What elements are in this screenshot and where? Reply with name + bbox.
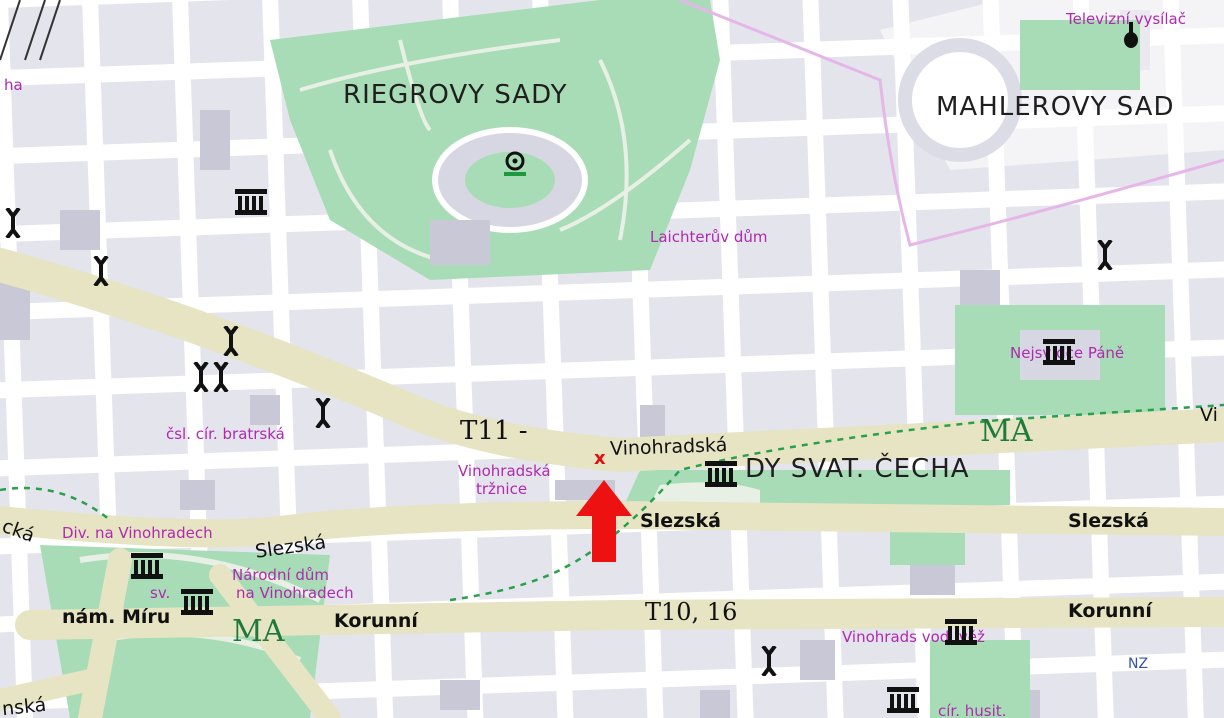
- wrench-icon[interactable]: [760, 646, 778, 676]
- poi-televizni-vysilac: Televizní vysílač: [1066, 10, 1186, 28]
- poi-narodni-dum-line2: na Vinohradech: [236, 584, 354, 602]
- poi-laichteruv-dum: Laichterův dům: [650, 228, 768, 246]
- poi-ha-edge: ha: [4, 76, 23, 94]
- wrench-icon[interactable]: [1096, 240, 1114, 270]
- museum-icon[interactable]: [130, 552, 164, 580]
- note-metro-ma-left: MA: [232, 614, 285, 649]
- street-korunni-left: Korunní: [334, 610, 418, 632]
- museum-icon[interactable]: [234, 188, 268, 216]
- rail-lines: [0, 0, 61, 61]
- note-tram-t11: T11 -: [460, 416, 528, 446]
- park-building: [430, 220, 490, 265]
- wrench-icon[interactable]: [212, 362, 230, 392]
- street-vinohradska: Vinohradská: [609, 433, 728, 461]
- museum-icon[interactable]: [1042, 338, 1076, 366]
- wrench-icon[interactable]: [192, 362, 210, 392]
- poi-sv: sv.: [150, 584, 171, 602]
- park-paths: [299, 38, 692, 262]
- note-tram-t10-16: T10, 16: [645, 598, 738, 626]
- street-nam-miru: nám. Míru: [62, 606, 171, 628]
- arrow-up-icon: [576, 480, 632, 562]
- poi-divadlo: Div. na Vinohradech: [62, 524, 213, 542]
- museum-icon[interactable]: [180, 588, 214, 616]
- street-nska-edge: nská: [0, 693, 48, 718]
- mahlerovy-circle: [898, 38, 1022, 162]
- label-nz: NZ: [1128, 656, 1149, 672]
- tv-tower-icon[interactable]: [1122, 22, 1140, 50]
- stadium-icon[interactable]: [502, 150, 528, 178]
- street-vinohradska-edge: Vi: [1200, 404, 1218, 426]
- wrench-icon[interactable]: [4, 208, 22, 238]
- poi-cir-husit: cír. husit.: [938, 702, 1007, 718]
- poi-narodni-dum-line1: Národní dům: [232, 566, 330, 584]
- metro-line-a: [0, 403, 1224, 602]
- park-label-riegrovy: RIEGROVY SADY: [343, 80, 568, 110]
- park-small-2: [930, 640, 1030, 718]
- poi-trznice-line1: Vinohradská: [458, 462, 551, 480]
- museum-icon[interactable]: [944, 618, 978, 646]
- street-slezska-center: Slezská: [640, 510, 721, 532]
- park-tv-tower: [1020, 20, 1140, 90]
- poi-trznice-line2: tržnice: [476, 480, 528, 498]
- museum-icon[interactable]: [886, 686, 920, 714]
- svat-cecha-path: [650, 482, 760, 505]
- museum-icon[interactable]: [704, 460, 738, 488]
- district-boundary: [679, 0, 1224, 247]
- poi-bratrska: čsl. cír. bratrská: [166, 425, 285, 443]
- wrench-icon[interactable]: [92, 256, 110, 286]
- street-slezska-right: Slezská: [1068, 510, 1149, 532]
- stadium-field: [465, 152, 555, 208]
- park-label-mahlerovy: MAHLEROVY SAD: [936, 92, 1175, 122]
- main-roads: [0, 248, 1224, 718]
- location-x-marker[interactable]: x: [594, 448, 606, 469]
- street-korunni-right: Korunní: [1068, 600, 1152, 622]
- wrench-icon[interactable]: [314, 398, 332, 428]
- park-label-svat-cecha: DY SVAT. ČECHA: [745, 454, 970, 484]
- wrench-icon[interactable]: [222, 326, 240, 356]
- note-metro-ma-right: MA: [980, 414, 1033, 449]
